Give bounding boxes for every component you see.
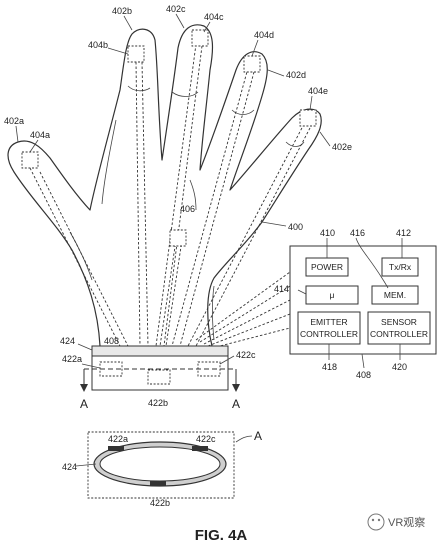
sensor-controller-box — [367, 311, 431, 345]
txrx-box — [381, 257, 419, 277]
watermark-text: VR观察 — [388, 515, 425, 529]
ref-cs-422b: 422b — [150, 498, 170, 508]
ref-422c: 422c — [236, 350, 256, 360]
ref-420: 420 — [392, 362, 407, 372]
ref-410: 410 — [320, 228, 335, 238]
ref-cs-424: 424 — [62, 462, 77, 472]
mu-box — [305, 285, 359, 305]
hand-outline — [7, 24, 322, 347]
ref-404e: 404e — [308, 86, 328, 96]
mem-box — [371, 285, 419, 305]
sensor-middle — [191, 29, 209, 47]
section-marker-left: A — [80, 397, 88, 411]
ref-408-controller: 408 — [356, 370, 371, 380]
sensor-palm — [169, 229, 187, 247]
sensor-index — [127, 45, 145, 63]
cross-section-leader — [235, 435, 253, 443]
index-knuckle-line — [127, 85, 151, 92]
wrist-band — [91, 345, 229, 391]
emitter-b — [147, 369, 171, 385]
controller-leaders — [297, 237, 403, 369]
ring-knuckle-line — [231, 109, 255, 115]
ref-cs-422c: 422c — [196, 434, 216, 444]
ref-404b: 404b — [88, 40, 108, 50]
mem-label: MEM. — [384, 290, 406, 300]
ref-402c: 402c — [166, 4, 186, 14]
controller-unit: POWER Tx/Rx μ MEM. EMITTER CONTROLLER SE… — [289, 245, 437, 355]
cs-emitter-b — [150, 481, 166, 486]
wrist-side-line — [212, 285, 215, 341]
ref-402a: 402a — [4, 116, 24, 126]
ref-404d: 404d — [254, 30, 274, 40]
ref-424: 424 — [60, 336, 75, 346]
ref-406: 406 — [180, 204, 195, 214]
reference-numerals: 402b 402c 404c 404b 404d 402d 404e 402e … — [4, 4, 411, 508]
ref-412: 412 — [396, 228, 411, 238]
ref-416: 416 — [350, 228, 365, 238]
numeral-leaders — [15, 13, 331, 467]
cs-emitter-c — [192, 446, 208, 451]
middle-knuckle-line — [171, 91, 199, 97]
ref-422a: 422a — [62, 354, 82, 364]
ref-404a: 404a — [30, 130, 50, 140]
sensor-wires — [29, 43, 311, 349]
ref-400: 400 — [288, 222, 303, 232]
emitter-controller-box — [297, 311, 361, 345]
sensor-thumb — [21, 151, 39, 169]
ref-402e: 402e — [332, 142, 352, 152]
watermark: VR观察 — [367, 513, 425, 531]
sensor-pinky — [299, 109, 317, 127]
sensor-controller-label-2: CONTROLLER — [370, 329, 428, 339]
emitter-controller-label-1: EMITTER — [310, 317, 347, 327]
ref-408-wire: 408 — [104, 336, 119, 346]
section-arrows — [80, 368, 240, 392]
section-marker-right: A — [232, 397, 240, 411]
cs-emitter-a — [108, 446, 124, 451]
txrx-label: Tx/Rx — [389, 262, 412, 272]
ref-cross-section-a: A — [254, 429, 262, 443]
palm-crease-line — [189, 179, 197, 211]
emitter-controller-label-2: CONTROLLER — [300, 329, 358, 339]
ref-422b: 422b — [148, 398, 168, 408]
figure-label: FIG. 4A — [195, 527, 248, 544]
sensor-ring — [243, 55, 261, 73]
thumb-crease-line — [69, 231, 93, 281]
ref-414: 414 — [274, 284, 289, 294]
sensor-controller-label-1: SENSOR — [381, 317, 417, 327]
ref-404c: 404c — [204, 12, 224, 22]
ref-402b: 402b — [112, 6, 132, 16]
mu-label: μ — [330, 290, 335, 300]
ref-cs-422a: 422a — [108, 434, 128, 444]
power-label: POWER — [311, 262, 343, 272]
ref-402d: 402d — [286, 70, 306, 80]
ref-418: 418 — [322, 362, 337, 372]
index-side-line — [101, 119, 117, 205]
pinky-knuckle-line — [285, 141, 305, 147]
cross-section — [87, 431, 235, 499]
